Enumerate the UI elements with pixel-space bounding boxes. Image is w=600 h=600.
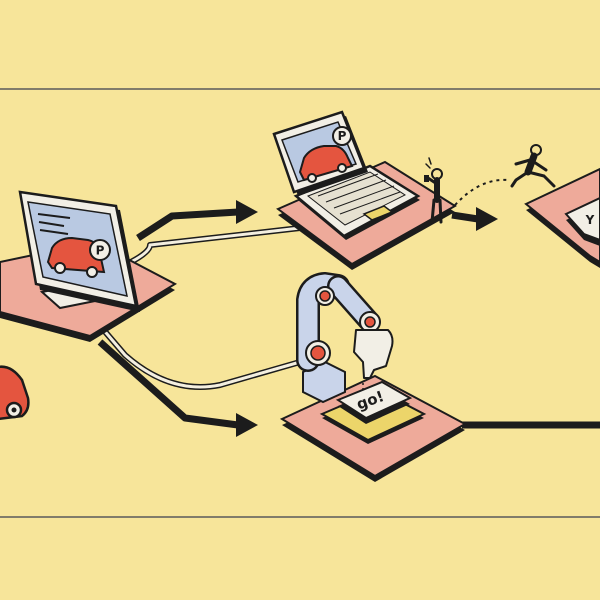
parking-badge-icon: P bbox=[89, 239, 111, 261]
car-icon bbox=[298, 145, 354, 183]
key-button-icon: Y bbox=[564, 196, 600, 246]
platform-right bbox=[524, 167, 600, 268]
running-person-icon bbox=[510, 144, 556, 188]
parking-badge-icon: P bbox=[332, 126, 352, 146]
pointing-hand-icon bbox=[353, 329, 394, 398]
arrow-icon bbox=[136, 200, 258, 241]
robot-arm-icon bbox=[296, 271, 381, 404]
parking-badge-letter: P bbox=[338, 129, 347, 143]
go-button-icon: go! bbox=[319, 380, 427, 444]
jump-path bbox=[454, 178, 509, 206]
person-phone-icon bbox=[424, 157, 443, 224]
arrow-icon bbox=[451, 207, 498, 231]
key-letter: Y bbox=[585, 213, 595, 227]
parking-badge-letter: P bbox=[96, 244, 105, 258]
car-icon bbox=[0, 365, 30, 421]
arrow-icon bbox=[97, 339, 258, 437]
